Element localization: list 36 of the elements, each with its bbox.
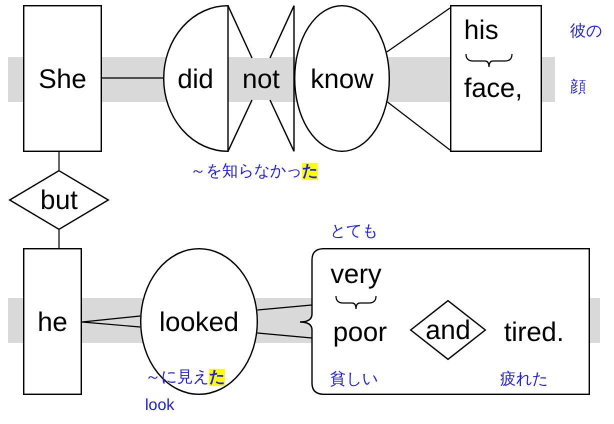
word: tired. (504, 317, 564, 347)
word: She (38, 64, 87, 94)
connector-line (256, 304, 313, 339)
gloss-text: ～を知らなかった (190, 162, 318, 182)
connector-line (386, 7, 451, 151)
word: looked (159, 306, 239, 336)
gloss-text: ～に見えた (145, 368, 225, 388)
gloss-text: 彼の (570, 22, 602, 42)
bowtie-shape (228, 5, 294, 152)
rounded-box (300, 248, 590, 395)
word: did (177, 64, 214, 94)
word-box (450, 5, 542, 152)
word: he (37, 306, 68, 336)
connector-line (58, 230, 60, 248)
word-ellipse (294, 5, 390, 152)
word: know (310, 64, 374, 94)
connector-line (102, 77, 163, 79)
word-ellipse (140, 248, 258, 395)
connector-line (58, 152, 60, 170)
gloss-text: look (145, 396, 174, 416)
word-box (23, 5, 102, 152)
word: and (425, 315, 471, 345)
word: face, (464, 73, 523, 103)
word-diamond (9, 170, 109, 230)
word: not (242, 64, 280, 94)
gloss-text: 貧しい (330, 370, 378, 390)
gloss-text: 顔 (570, 78, 586, 98)
word: his (464, 15, 499, 45)
word-box (23, 248, 82, 395)
word: poor (332, 317, 388, 347)
word: very (330, 259, 382, 289)
gloss-text: 疲れた (500, 370, 548, 390)
connector-line (81, 315, 141, 328)
word: but (40, 185, 78, 215)
word-diamond (410, 300, 486, 360)
gloss-text: とても (330, 222, 378, 242)
